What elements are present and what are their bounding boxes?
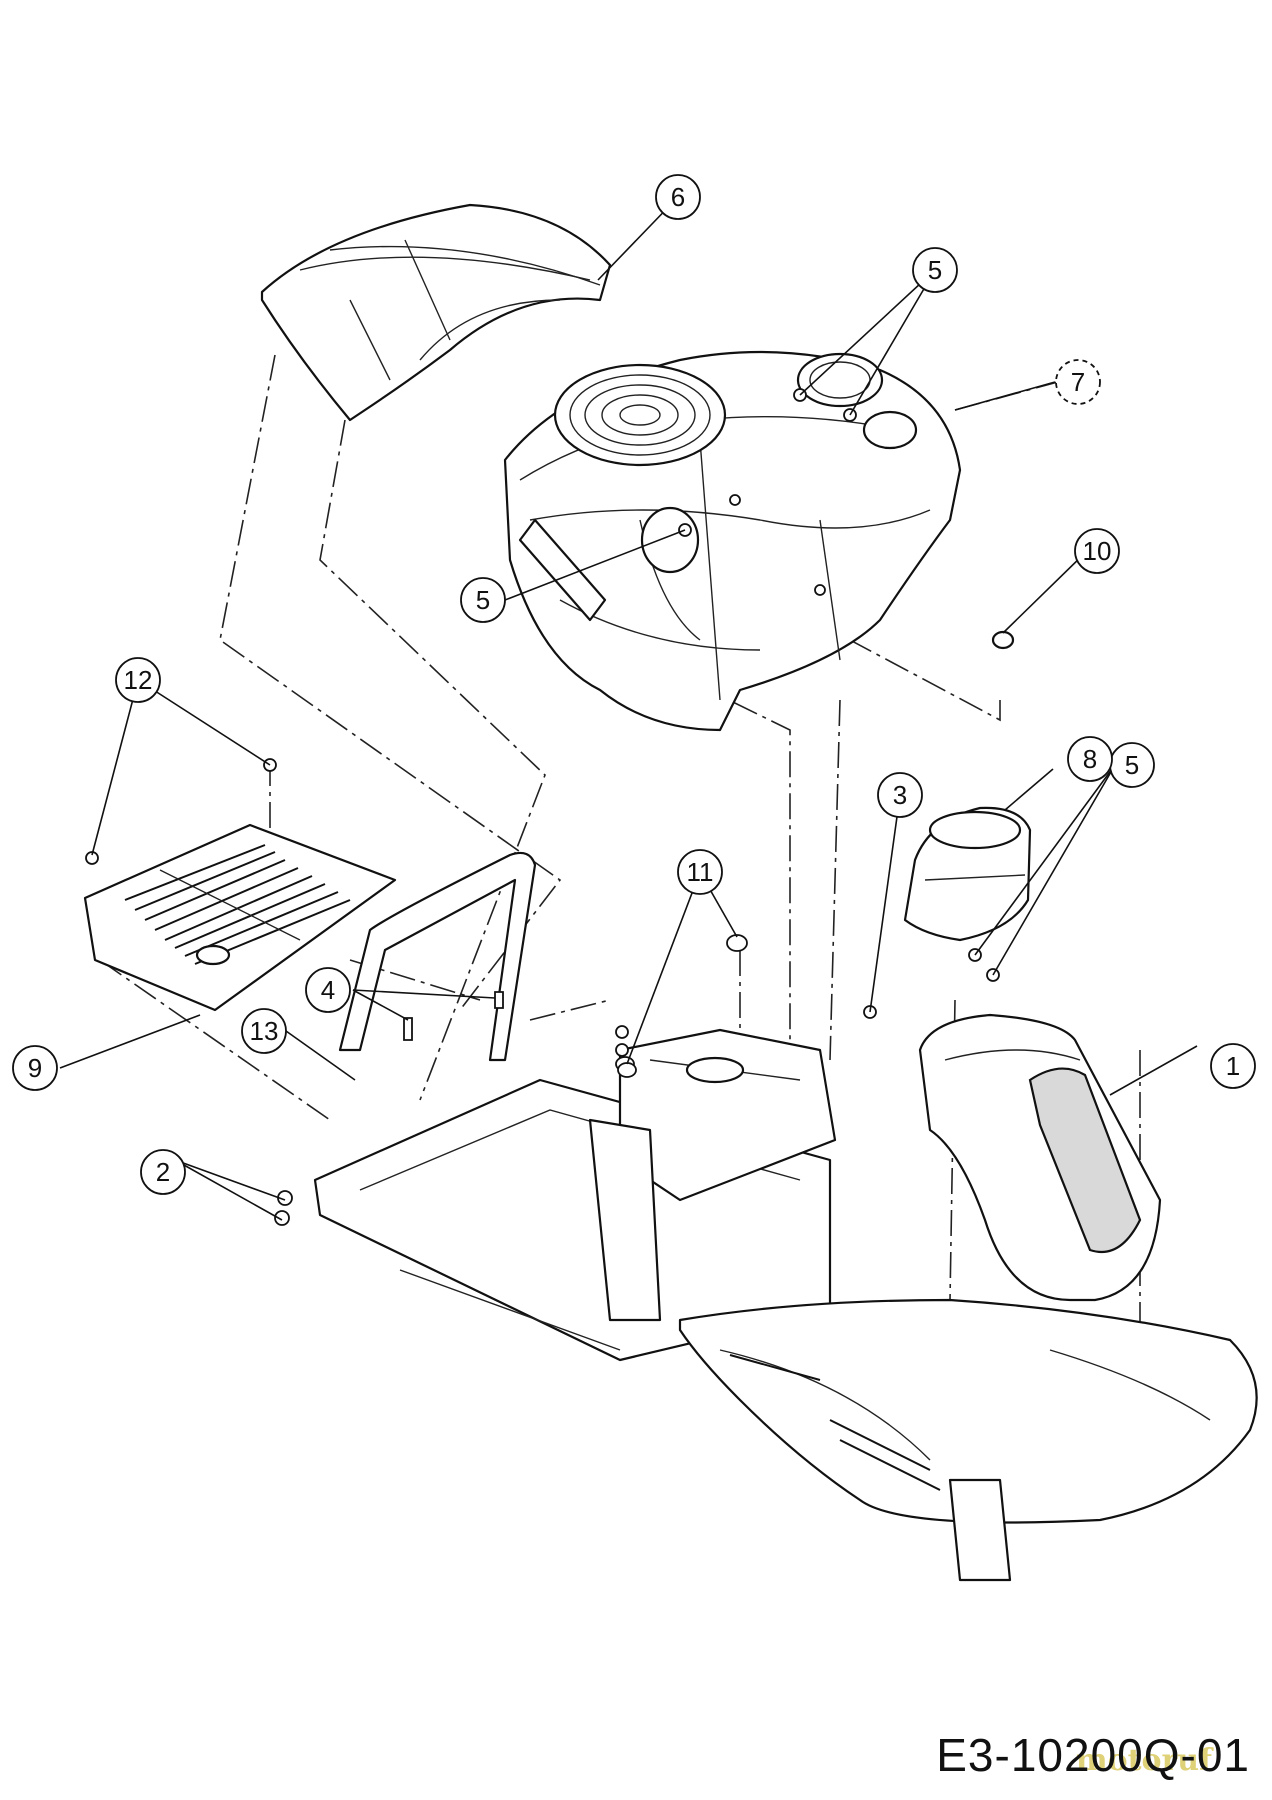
- callout-5-top-label: 5: [928, 255, 942, 285]
- callout-9-label: 9: [28, 1053, 42, 1083]
- callout-5-right: 5: [1109, 742, 1155, 788]
- chassis-frame: [313, 1028, 1258, 1582]
- callout-7-label: 7: [1071, 367, 1085, 397]
- callout-13: 13: [241, 1008, 287, 1054]
- callout-7: 7: [1055, 359, 1101, 405]
- callout-1-label: 1: [1226, 1051, 1240, 1081]
- callout-5-top: 5: [912, 247, 958, 293]
- callout-8-label: 8: [1083, 744, 1097, 774]
- callout-3: 3: [877, 772, 923, 818]
- dash-console: [918, 1013, 1162, 1302]
- callout-3-label: 3: [893, 780, 907, 810]
- callout-11-label: 11: [687, 857, 714, 887]
- steering-cover: [903, 806, 1032, 942]
- callout-8: 8: [1067, 736, 1113, 782]
- callout-6-label: 6: [671, 182, 685, 212]
- callout-5-left-label: 5: [476, 585, 490, 615]
- bumper-11: [726, 934, 748, 952]
- engine-hood: [503, 350, 962, 732]
- callout-4: 4: [305, 967, 351, 1013]
- callout-11: 11: [677, 849, 723, 895]
- callout-12: 12: [115, 657, 161, 703]
- callout-10: 10: [1074, 528, 1120, 574]
- callout-9: 9: [12, 1045, 58, 1091]
- leader-lines: [59, 196, 1198, 1221]
- floor-plate: [83, 823, 397, 1012]
- plug: [991, 630, 1015, 650]
- callout-2-label: 2: [156, 1157, 170, 1187]
- screw-2b: [274, 1210, 290, 1226]
- callout-1: 1: [1210, 1043, 1256, 1089]
- callout-12-label: 12: [124, 665, 153, 695]
- callout-2: 2: [140, 1149, 186, 1195]
- rear-hood-cover: [260, 203, 612, 422]
- callout-5-right-label: 5: [1125, 750, 1139, 780]
- callout-5-left: 5: [460, 577, 506, 623]
- watermark-logo: motoruf: [1075, 1743, 1212, 1778]
- callout-10-label: 10: [1083, 536, 1112, 566]
- callout-13-label: 13: [250, 1016, 279, 1046]
- callout-4-label: 4: [321, 975, 335, 1005]
- fasteners: [85, 758, 1000, 1226]
- drawing-code: E3-10200Q-01: [936, 1729, 1250, 1781]
- roll-bar: [338, 851, 537, 1062]
- callout-6: 6: [655, 174, 701, 220]
